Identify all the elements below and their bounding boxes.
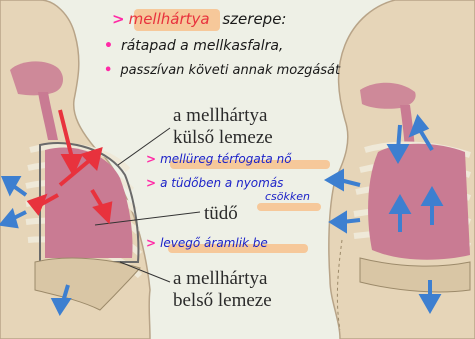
label-inner-pleura-2: belső lemeze [173,290,272,312]
pink-arrow-mark: > [146,152,156,166]
note-1: > mellüreg térfogata nő [146,152,292,166]
note-2b: csökken [265,190,310,203]
pink-arrow-mark: > [112,10,125,28]
note-bullet-1-text: rátapad a mellkasfalra, [121,38,283,54]
label-outer-pleura-1: a mellhártya [173,105,267,127]
bullet-mark: • [104,63,112,78]
note-bullet-2: • passzívan követi annak mozgását [104,63,340,78]
note-2: > a tüdőben a nyomás [146,176,283,190]
bullet-mark: • [104,38,113,54]
note-3: > levegő áramlik be [146,236,268,250]
note-2-text: a tüdőben a nyomás [160,176,283,190]
note-title-suffix: szerepe: [222,10,286,28]
pink-arrow-mark: > [146,176,156,190]
note2b-highlight [257,203,321,211]
left-head-cavity [10,61,63,95]
pink-arrow-mark: > [146,236,156,250]
note-bullet-1: • rátapad a mellkasfalra, [104,38,283,54]
note-title-word: mellhártya [129,10,210,28]
right-torso [328,0,475,339]
note-bullet-2-text: passzívan követi annak mozgását [120,63,340,78]
note-title: >mellhártya szerepe: [112,10,286,28]
label-outer-pleura-2: külső lemeze [173,127,273,149]
right-lung [368,144,470,260]
label-lung: tüdő [204,203,238,225]
note-3-text: levegő áramlik be [160,236,268,250]
label-inner-pleura-1: a mellhártya [173,268,267,290]
note-1-text: mellüreg térfogata nő [160,152,291,166]
